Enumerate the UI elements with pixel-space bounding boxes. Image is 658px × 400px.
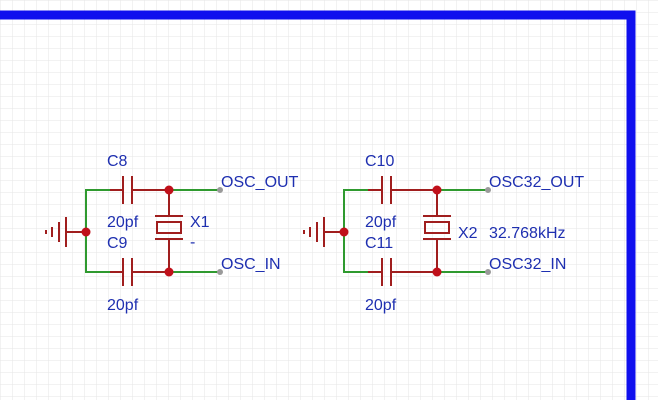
capacitor-c8[interactable] xyxy=(110,176,169,204)
net-label-osc32-out[interactable]: OSC32_OUT xyxy=(489,174,584,191)
x2-value-label: 32.768kHz xyxy=(489,225,566,242)
c9-ref-label: C9 xyxy=(107,235,128,252)
junction-dot xyxy=(81,227,91,237)
junction-dot xyxy=(164,185,174,195)
c8-value-label: 20pf xyxy=(107,214,139,231)
net-pin xyxy=(485,269,491,275)
junction-dot xyxy=(432,185,442,195)
junction-dot xyxy=(164,267,174,277)
oscillator-circuit-right: C10 20pf C11 20pf X2 32.768kHz OSC32_OUT… xyxy=(303,153,584,314)
capacitor-c11[interactable] xyxy=(368,258,437,286)
junction-dot xyxy=(432,267,442,277)
oscillator-circuit-left: C8 20pf C9 20pf X1 - OSC_OUT OSC_IN xyxy=(45,153,299,314)
c8-ref-label: C8 xyxy=(107,153,128,170)
c10-value-label: 20pf xyxy=(365,214,397,231)
x1-value-label: - xyxy=(190,234,195,251)
x2-ref-label: X2 xyxy=(458,225,478,242)
c9-value-label: 20pf xyxy=(107,297,139,314)
net-pin xyxy=(217,269,223,275)
crystal-x1[interactable] xyxy=(155,190,183,272)
c11-ref-label: C11 xyxy=(365,235,393,252)
capacitor-c9[interactable] xyxy=(110,258,169,286)
c10-ref-label: C10 xyxy=(365,153,394,170)
net-pin xyxy=(485,187,491,193)
net-label-osc-in[interactable]: OSC_IN xyxy=(221,256,281,273)
junction-dot xyxy=(339,227,349,237)
capacitor-c10[interactable] xyxy=(368,176,437,204)
c11-value-label: 20pf xyxy=(365,297,397,314)
net-pin xyxy=(217,187,223,193)
crystal-x2[interactable] xyxy=(423,190,451,272)
sheet-border xyxy=(0,10,636,400)
x1-ref-label: X1 xyxy=(190,214,210,231)
net-label-osc-out[interactable]: OSC_OUT xyxy=(221,174,299,191)
net-label-osc32-in[interactable]: OSC32_IN xyxy=(489,256,566,273)
